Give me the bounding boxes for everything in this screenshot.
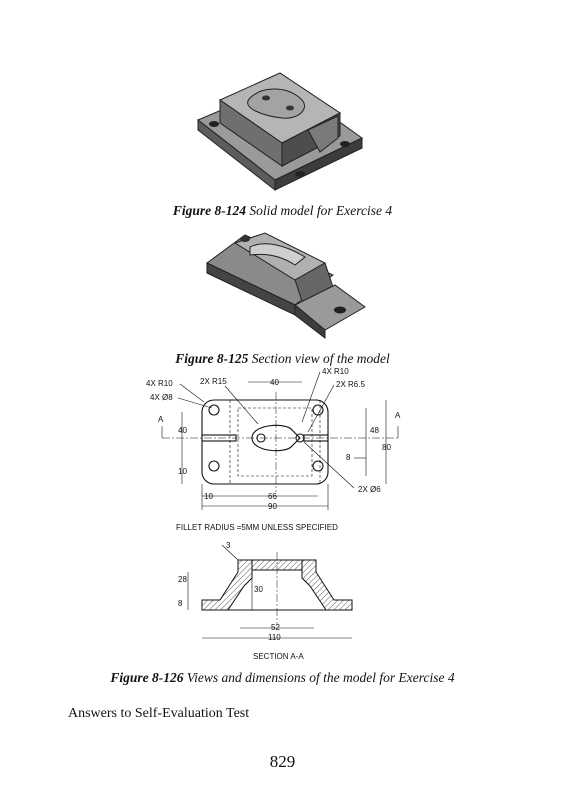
svg-text:2X R15: 2X R15 xyxy=(200,377,227,386)
svg-text:80: 80 xyxy=(382,443,391,452)
dimensioned-drawing: A A 4X R10 2X R15 40 4X R10 2X R6.5 4X Ø… xyxy=(146,367,401,661)
svg-text:4X R10: 4X R10 xyxy=(146,379,173,388)
svg-text:3: 3 xyxy=(226,541,231,550)
figure-125-caption: Figure 8-125 Section view of the model xyxy=(175,351,390,366)
svg-text:10: 10 xyxy=(178,467,187,476)
fillet-note: FILLET RADIUS =5MM UNLESS SPECIFIED xyxy=(176,523,338,532)
answers-heading: Answers to Self-Evaluation Test xyxy=(68,706,250,721)
svg-text:4X Ø8: 4X Ø8 xyxy=(150,393,173,402)
svg-text:110: 110 xyxy=(268,633,281,642)
svg-text:30: 30 xyxy=(254,585,263,594)
figure-126-caption: Figure 8-126 Views and dimensions of the… xyxy=(110,670,455,685)
svg-text:10: 10 xyxy=(204,492,213,501)
section-title: SECTION A-A xyxy=(253,652,304,661)
section-mark-a-left: A xyxy=(158,415,164,424)
svg-text:66: 66 xyxy=(268,492,277,501)
section-mark-a-right: A xyxy=(395,411,401,420)
section-model-image xyxy=(206,232,366,340)
svg-text:2X Ø6: 2X Ø6 xyxy=(358,485,381,494)
svg-text:4X R10: 4X R10 xyxy=(322,367,349,376)
svg-text:28: 28 xyxy=(178,575,187,584)
svg-text:2X R6.5: 2X R6.5 xyxy=(336,380,365,389)
svg-text:52: 52 xyxy=(271,623,280,632)
svg-text:90: 90 xyxy=(268,502,277,511)
svg-text:40: 40 xyxy=(178,426,187,435)
solid-model-image xyxy=(197,72,363,192)
svg-text:8: 8 xyxy=(178,599,183,608)
figure-124-caption: Figure 8-124 Solid model for Exercise 4 xyxy=(172,203,393,218)
page-number: 829 xyxy=(269,752,296,771)
svg-text:40: 40 xyxy=(270,378,279,387)
svg-text:8: 8 xyxy=(346,453,351,462)
top-view-outline xyxy=(201,399,329,485)
svg-text:48: 48 xyxy=(370,426,379,435)
